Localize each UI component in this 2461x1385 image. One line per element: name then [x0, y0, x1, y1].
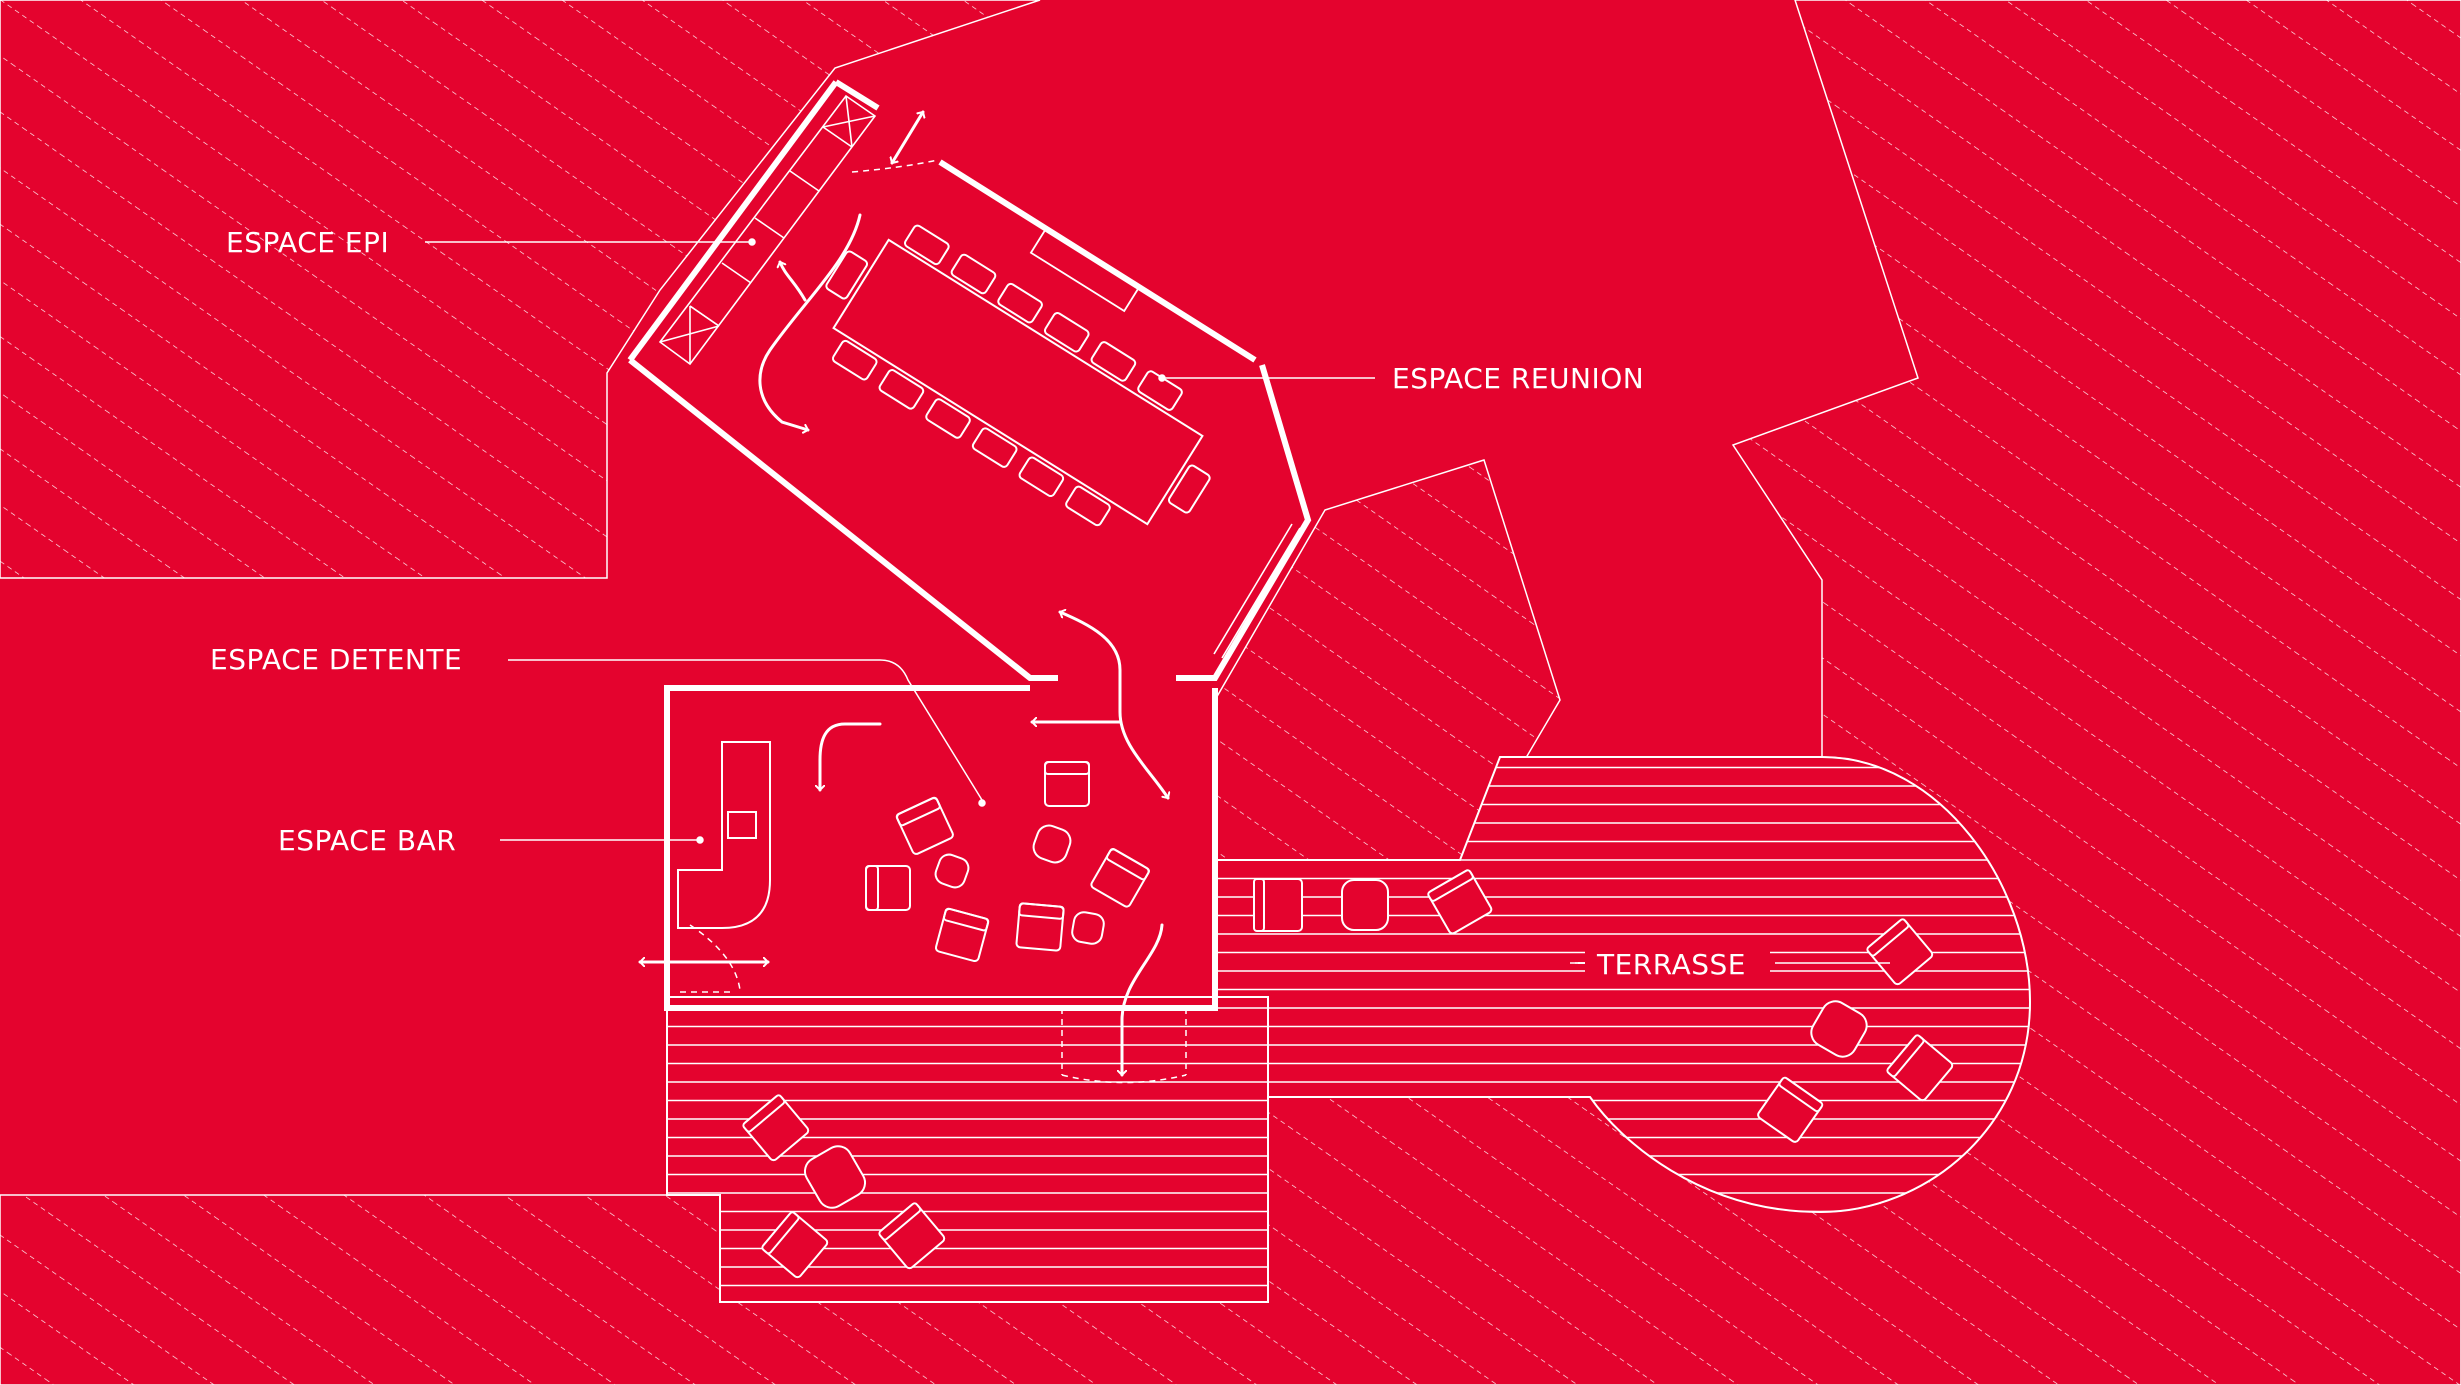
door-terrasse	[1061, 1008, 1187, 1084]
armchair-icon	[1886, 1034, 1954, 1102]
armchair-icon	[1090, 848, 1150, 908]
label-espace-reunion: ESPACE REUNION	[1392, 362, 1644, 395]
label-terrasse: TERRASSE	[1596, 948, 1746, 981]
epi-cabinet-cross	[659, 95, 876, 364]
door-epi	[851, 159, 939, 173]
armchair-icon	[761, 1211, 829, 1279]
hatch-zone-top-left	[0, 0, 1041, 579]
side-table-icon	[1071, 911, 1105, 945]
armchair-icon	[1427, 869, 1493, 935]
terrasse-label-backdrop	[1585, 944, 1770, 984]
wall-lounge	[664, 685, 1218, 1011]
label-espace-bar: ESPACE BAR	[278, 824, 456, 857]
terrasse-furniture	[742, 869, 1954, 1279]
leader-espace-detente	[508, 659, 983, 801]
armchair-icon	[878, 1202, 946, 1270]
side-table-icon	[1810, 1000, 1868, 1058]
deck-right-lines	[1217, 757, 2030, 1212]
wall-epi-top	[834, 79, 880, 111]
double-arrow-icon	[892, 110, 923, 165]
circulation-arrow-icon	[780, 260, 807, 302]
door-bar	[680, 924, 741, 993]
label-espace-epi: ESPACE EPI	[226, 226, 389, 259]
wall-meeting-right	[1176, 364, 1312, 681]
wall-epi-outer	[627, 80, 839, 362]
armchair-icon	[1015, 902, 1065, 952]
circulation-arrow-icon	[820, 722, 882, 792]
circulation-arrow-icon	[1122, 923, 1164, 1077]
walls	[627, 79, 1312, 1011]
armchair-icon	[865, 865, 911, 911]
circulation-arrow-icon	[1058, 612, 1168, 800]
bar-sink	[727, 811, 757, 839]
meeting-table-icon	[825, 224, 1211, 527]
armchair-icon	[895, 796, 954, 855]
armchair-icon	[1866, 918, 1934, 986]
glazing-right	[1213, 523, 1301, 659]
armchair-icon	[934, 907, 990, 963]
zone-labels: ESPACE EPI ESPACE REUNION ESPACE DETENTE…	[210, 226, 1746, 981]
armchair-icon	[1757, 1076, 1824, 1143]
circulation-arrows	[638, 110, 1168, 1077]
circulation-arrow-icon	[758, 213, 862, 430]
side-table-icon	[803, 1145, 867, 1209]
bar-counter	[677, 741, 771, 929]
meeting-chairs	[825, 224, 1211, 527]
label-espace-detente: ESPACE DETENTE	[210, 643, 462, 676]
armchair-icon	[1253, 878, 1303, 932]
side-table-icon	[1032, 824, 1072, 864]
leader-lines	[425, 238, 1890, 964]
wall-meeting-bottom-left	[628, 357, 1058, 681]
deck-left-lines	[667, 997, 1268, 1302]
door-openings	[680, 159, 1187, 1084]
armchair-icon	[742, 1094, 810, 1162]
espace-epi-cabinets	[658, 94, 877, 366]
side-table-icon	[1341, 879, 1389, 931]
side-table-icon	[934, 853, 970, 889]
credenza	[1029, 227, 1141, 313]
